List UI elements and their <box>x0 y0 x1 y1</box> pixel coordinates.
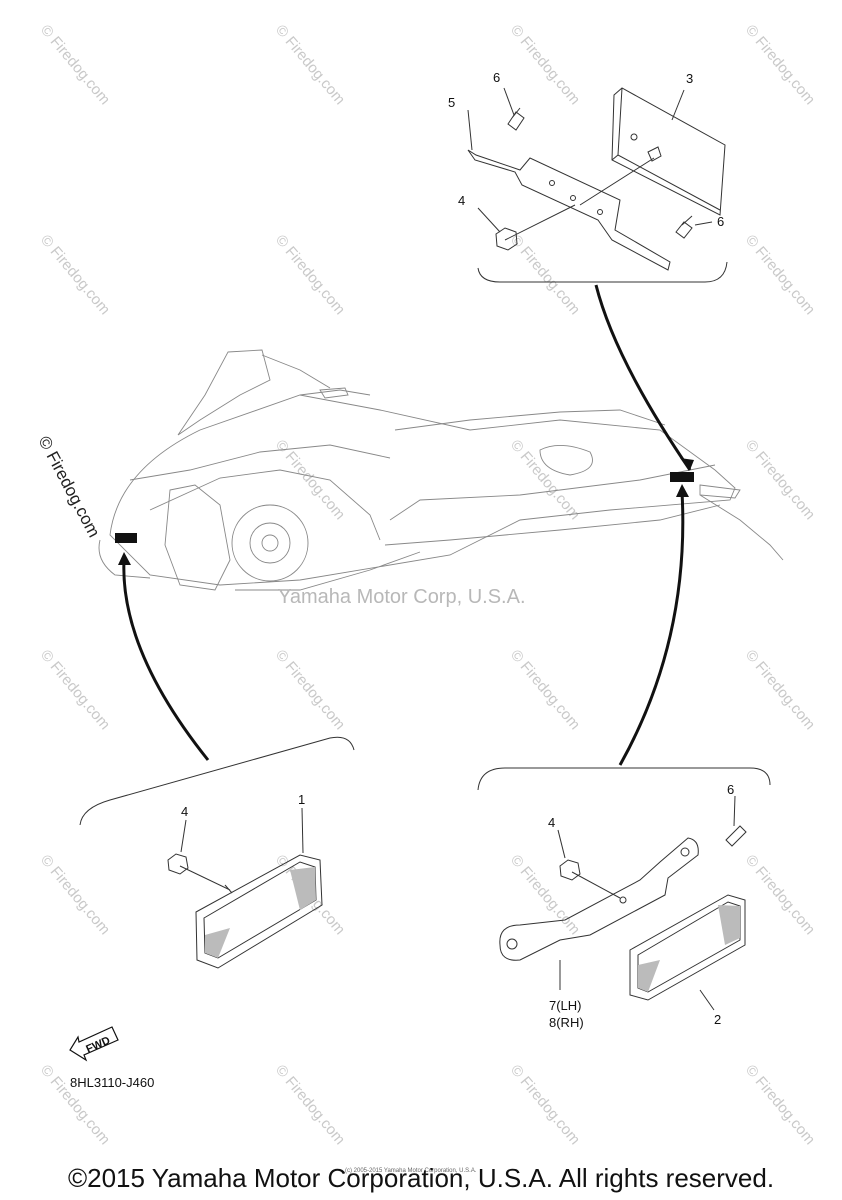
stay-part-7-8 <box>499 837 699 961</box>
leader-line <box>180 819 187 853</box>
watermark: © Firedog.com <box>742 647 818 733</box>
nut-part-4 <box>559 859 621 899</box>
callout-4: 4 <box>548 815 555 830</box>
watermark: © Firedog.com <box>37 232 113 318</box>
tiled-watermarks: © Firedog.com © Firedog.com © Firedog.co… <box>37 22 818 1148</box>
bracket-hole <box>549 180 555 186</box>
watermark: © Firedog.com <box>742 437 818 523</box>
watermark: © Firedog.com <box>272 22 348 108</box>
leader-line <box>733 795 736 827</box>
rivet-part-6 <box>725 825 747 847</box>
callout-2: 2 <box>714 1012 721 1027</box>
arrow-head <box>676 484 689 497</box>
rear-reflector-marker <box>670 472 694 482</box>
top-detail-frame <box>477 261 728 283</box>
leader-line <box>557 829 566 859</box>
right-detail-frame <box>477 767 771 791</box>
left-watermark: © Firedog.com <box>34 433 103 541</box>
watermark: © Firedog.com <box>507 647 583 733</box>
left-detail-frame <box>79 736 355 826</box>
rivet-part-6 <box>675 215 693 239</box>
top-detail-group: 3 5 6 4 6 <box>448 70 728 283</box>
arrow-head <box>118 552 131 565</box>
stay-hole <box>680 847 690 857</box>
nut-part-4 <box>495 204 576 251</box>
left-detail-group: 4 1 <box>79 736 355 969</box>
reflector-texture <box>205 867 316 958</box>
watermark: © Firedog.com <box>742 232 818 318</box>
diagram-code: 8HL3110-J460 <box>70 1075 154 1090</box>
watermark: © Firedog.com <box>742 1062 818 1148</box>
callout-4: 4 <box>458 193 465 208</box>
fwd-arrow-icon: FWD <box>69 1026 119 1062</box>
callout-8: 8(RH) <box>549 1015 584 1030</box>
watermark: © Firedog.com <box>272 647 348 733</box>
callout-5: 5 <box>448 95 455 110</box>
watermark: © Firedog.com <box>507 1062 583 1148</box>
leader-line <box>467 109 473 151</box>
front-reflector-marker <box>115 533 137 543</box>
tiny-print: (c) 2005-2015 Yamaha Motor Corporation, … <box>345 1168 477 1174</box>
arrow-right-detail <box>618 491 685 766</box>
watermark: © Firedog.com <box>507 437 583 523</box>
leader-line <box>671 89 685 121</box>
bracket-hole <box>597 209 603 215</box>
watermark: © Firedog.com <box>272 1062 348 1148</box>
callout-6: 6 <box>493 70 500 85</box>
callout-7: 7(LH) <box>549 998 582 1013</box>
callout-6: 6 <box>727 782 734 797</box>
arrow-top-detail <box>594 284 692 471</box>
arrow-head <box>680 458 694 470</box>
nut-part-4 <box>167 853 233 894</box>
watermark: © Firedog.com <box>742 852 818 938</box>
right-detail-group: 4 6 7(LH) 8(RH) 2 <box>477 767 771 1030</box>
stud <box>579 146 662 206</box>
leader-line <box>301 807 304 854</box>
clutch-pulley <box>231 504 309 582</box>
arrow-left-detail <box>122 559 210 761</box>
watermark: © Firedog.com <box>272 232 348 318</box>
plate-hole <box>630 133 638 141</box>
leader-line <box>503 87 515 116</box>
reflector-texture <box>638 905 740 992</box>
plate-part-3 <box>611 87 726 216</box>
callout-3: 3 <box>686 71 693 86</box>
stay-hole <box>619 896 627 904</box>
bracket-part-5 <box>467 149 671 271</box>
leader-line <box>477 207 501 233</box>
stay-hole <box>506 938 518 950</box>
leader-line <box>694 221 713 226</box>
callout-1: 1 <box>298 792 305 807</box>
callout-4: 4 <box>181 804 188 819</box>
copyright-footer: ©2015 Yamaha Motor Corporation, U.S.A. A… <box>67 1163 775 1193</box>
watermark: © Firedog.com <box>37 647 113 733</box>
center-watermark: Yamaha Motor Corp, U.S.A. <box>278 586 526 608</box>
watermark: © Firedog.com <box>507 22 583 108</box>
snowmobile-outline <box>98 349 784 591</box>
rivet-part-6 <box>507 107 525 131</box>
callout-6: 6 <box>717 214 724 229</box>
watermark: © Firedog.com <box>37 852 113 938</box>
watermark: © Firedog.com <box>507 232 583 318</box>
watermark: © Firedog.com <box>742 22 818 108</box>
leader-line <box>699 989 715 1011</box>
bracket-hole <box>570 195 576 201</box>
watermark: © Firedog.com <box>37 22 113 108</box>
